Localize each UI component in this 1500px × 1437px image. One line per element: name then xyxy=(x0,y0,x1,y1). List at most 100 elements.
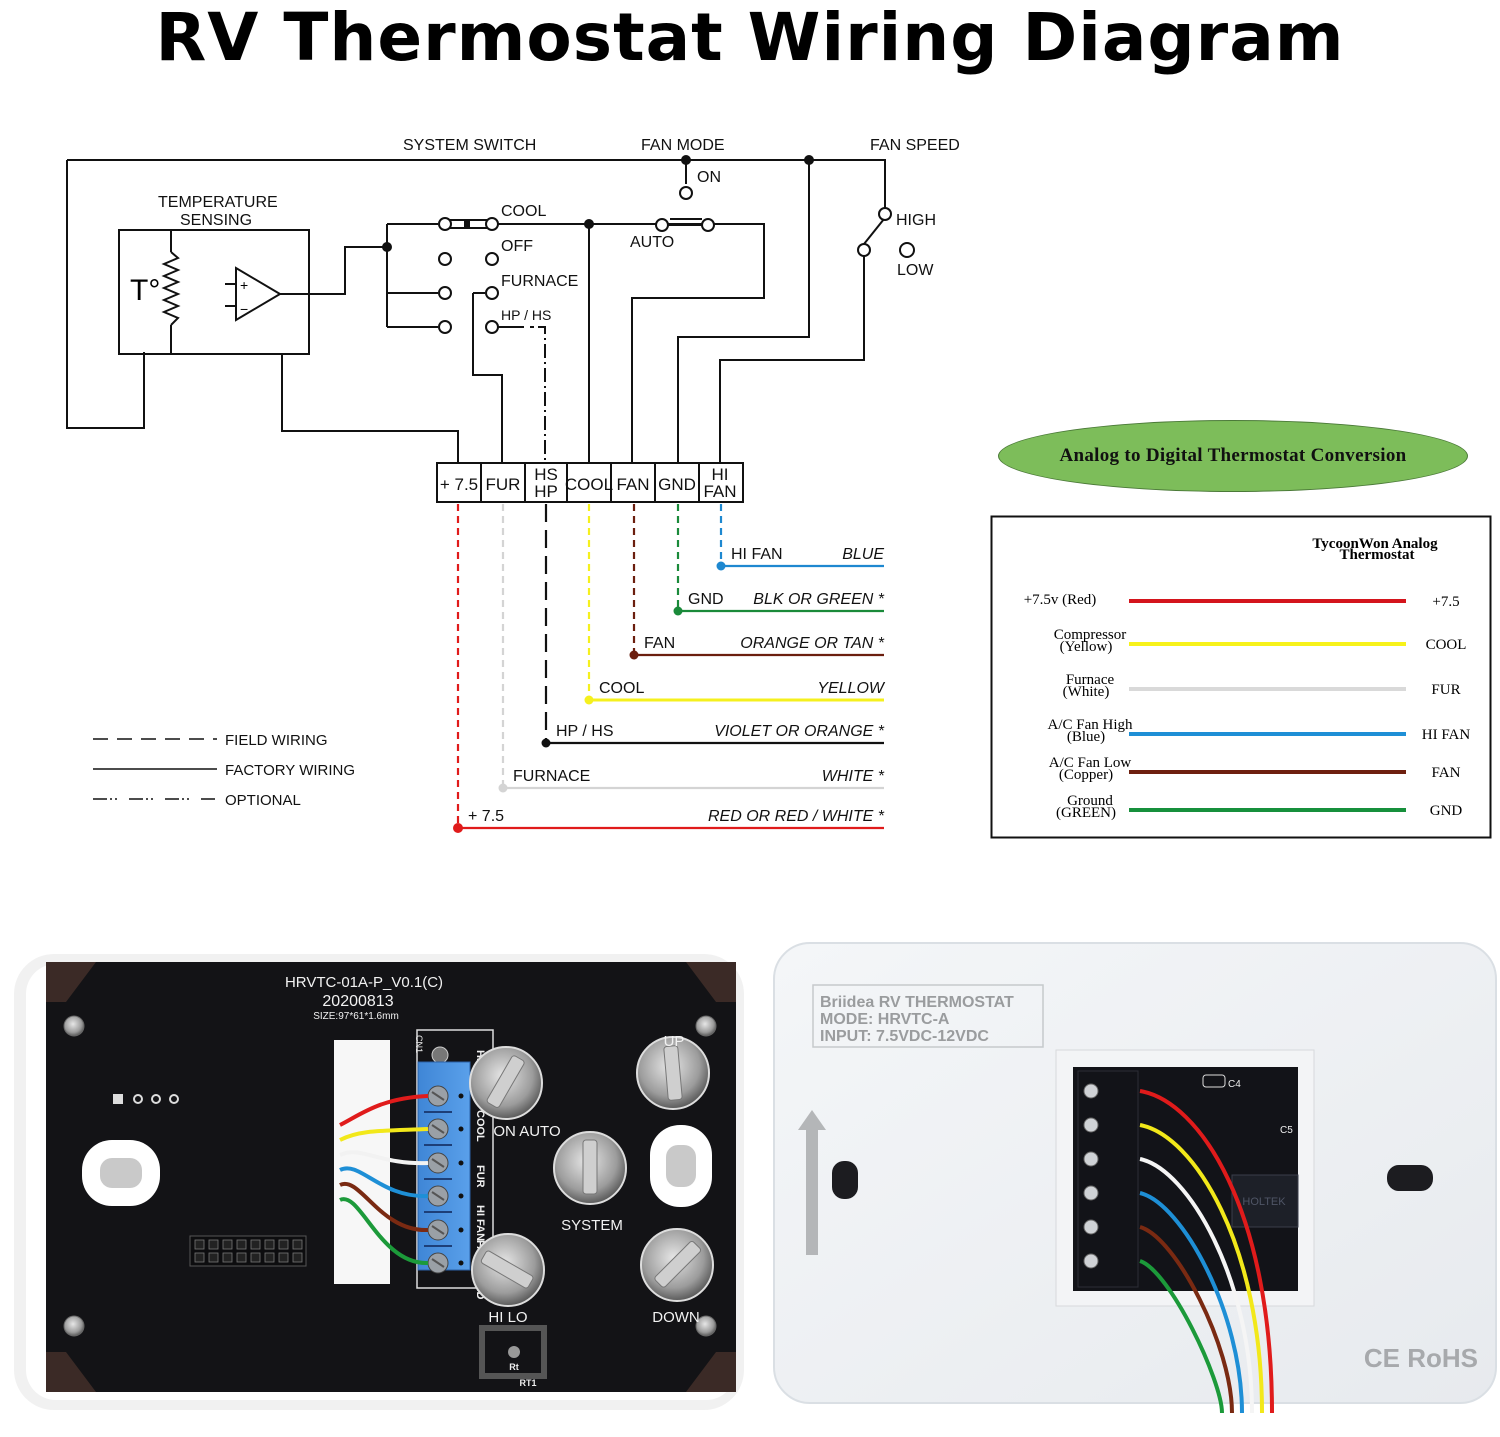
terminal-screw-icon xyxy=(1083,1253,1099,1269)
header-pin xyxy=(250,1239,261,1250)
wire-sensing-bottom xyxy=(281,354,459,464)
opamp-plus: + xyxy=(240,277,248,293)
terminal-label: GND xyxy=(658,475,696,494)
table-header-line1: TycoonWon Analog xyxy=(1312,536,1438,552)
label-low: LOW xyxy=(897,262,934,279)
header-pin xyxy=(292,1252,303,1263)
terminal-screw-icon xyxy=(1083,1117,1099,1133)
wire-top-bus xyxy=(67,159,886,212)
mounting-slot xyxy=(832,1161,858,1199)
cover-wire xyxy=(1139,1157,1254,1414)
contact-auto-right xyxy=(701,218,715,232)
conv-row-left-line1: Compressor xyxy=(1054,627,1127,643)
label-hp-hs: HP / HS xyxy=(501,307,551,323)
knob-label-up: UP xyxy=(664,1033,685,1050)
cover-wire xyxy=(1139,1089,1274,1414)
terminal-label: HP xyxy=(534,482,558,501)
photo-pcb-back: HRVTC-01A-P_V0.1(C) 20200813 SIZE:97*61*… xyxy=(14,954,744,1410)
contact-speed-common xyxy=(857,243,871,257)
model-label-line1: Briidea RV THERMOSTAT xyxy=(820,994,1014,1011)
header-pin xyxy=(278,1252,289,1263)
field-wire-name: FURNACE xyxy=(513,768,590,785)
contact-cool-left xyxy=(438,217,452,231)
conv-row-left-line2: (Copper) xyxy=(1059,767,1113,783)
field-wire-color: RED OR RED / WHITE * xyxy=(708,808,885,825)
terminal-label: HS xyxy=(534,465,558,484)
header-pin xyxy=(236,1252,247,1263)
label-off: OFF xyxy=(501,238,533,255)
temp-sensing-box xyxy=(118,229,310,355)
conv-row-left-line1: A/C Fan Low xyxy=(1049,755,1132,771)
junction-dot xyxy=(804,155,814,165)
field-wire-color: VIOLET OR ORANGE * xyxy=(714,723,885,740)
field-wire-name: GND xyxy=(688,591,724,608)
conversion-banner: Analog to Digital Thermostat Conversion xyxy=(998,420,1468,492)
screw-icon xyxy=(63,1015,717,1337)
header-pin xyxy=(222,1252,233,1263)
header-pin xyxy=(208,1239,219,1250)
field-wire-name: + 7.5 xyxy=(468,808,504,825)
pcb-terminal-label: HI FAN xyxy=(474,1205,486,1241)
pcb-wire xyxy=(339,1094,429,1127)
legend-factory-label: FACTORY WIRING xyxy=(225,762,355,779)
certification-marks: CE RoHS xyxy=(1364,1343,1478,1373)
terminal-label: + 7.5 xyxy=(440,475,478,494)
terminal-label: HI xyxy=(712,465,729,484)
photo-cover-back: Briidea RV THERMOSTAT MODE: HRVTC-A INPU… xyxy=(773,942,1497,1414)
pcb-wire xyxy=(339,1127,429,1142)
legend-optional-label: OPTIONAL xyxy=(225,792,301,809)
field-wire-color: BLUE xyxy=(842,546,884,563)
header-pin xyxy=(264,1239,275,1250)
wire-slot xyxy=(334,1040,390,1284)
conv-row-left-line1: Ground xyxy=(1067,793,1113,809)
conv-row-right: +7.5 xyxy=(1432,594,1459,610)
conv-row-left-line1: Furnace xyxy=(1066,672,1115,688)
pcb-terminal-label: FUR xyxy=(474,1165,486,1188)
pcb-wire xyxy=(339,1166,429,1199)
capacitor-c4: C4 xyxy=(1228,1079,1241,1090)
conv-row-right: FUR xyxy=(1431,682,1460,698)
model-label-box xyxy=(812,984,1044,1048)
thermistor-icon xyxy=(161,251,181,326)
pcb-date: 20200813 xyxy=(322,993,393,1010)
header-pin xyxy=(292,1239,303,1250)
model-label-line3: INPUT: 7.5VDC-12VDC xyxy=(820,1028,989,1045)
pcb-wire xyxy=(339,1197,429,1266)
terminal-label: FUR xyxy=(486,475,521,494)
label-temperature-symbol: T° xyxy=(130,274,160,307)
label-fan-mode: FAN MODE xyxy=(641,137,725,154)
conv-row-right: GND xyxy=(1430,803,1463,819)
conv-row-left-line2: (GREEN) xyxy=(1056,805,1116,821)
pin-header-2x8 xyxy=(189,1235,307,1267)
contact-hphs-left xyxy=(438,320,452,334)
knob-label-system: SYSTEM xyxy=(561,1217,623,1234)
knob-fan-mode xyxy=(469,1046,543,1120)
wire-left-loop xyxy=(66,160,145,429)
knob-fan-speed xyxy=(471,1233,545,1307)
junction-dot xyxy=(584,219,594,229)
label-system-switch: SYSTEM SWITCH xyxy=(403,137,536,154)
cover-wire xyxy=(1139,1191,1244,1414)
pcb-wire xyxy=(339,1181,429,1233)
header-pin xyxy=(222,1239,233,1250)
field-wire-terminal-dot xyxy=(673,606,683,616)
legend-field-label: FIELD WIRING xyxy=(225,732,328,749)
contact-high xyxy=(878,207,892,221)
header-pin xyxy=(208,1252,219,1263)
label-on: ON xyxy=(697,169,721,186)
programming-pads xyxy=(113,1094,179,1104)
knob-system xyxy=(553,1131,627,1205)
contact-furnace-left xyxy=(438,286,452,300)
knob-label-down: DOWN xyxy=(652,1309,700,1326)
opamp-icon xyxy=(235,266,282,322)
junction-dot xyxy=(681,155,691,165)
contact-auto-left xyxy=(655,218,669,232)
conv-row-right: COOL xyxy=(1426,637,1467,653)
field-wire-terminal-dot xyxy=(584,695,594,705)
header-pin xyxy=(194,1239,205,1250)
contact-off-right xyxy=(485,252,499,266)
header-pin xyxy=(194,1252,205,1263)
label-fan-speed: FAN SPEED xyxy=(870,137,960,154)
field-wire-color: WHITE * xyxy=(822,768,885,785)
header-pin xyxy=(236,1239,247,1250)
